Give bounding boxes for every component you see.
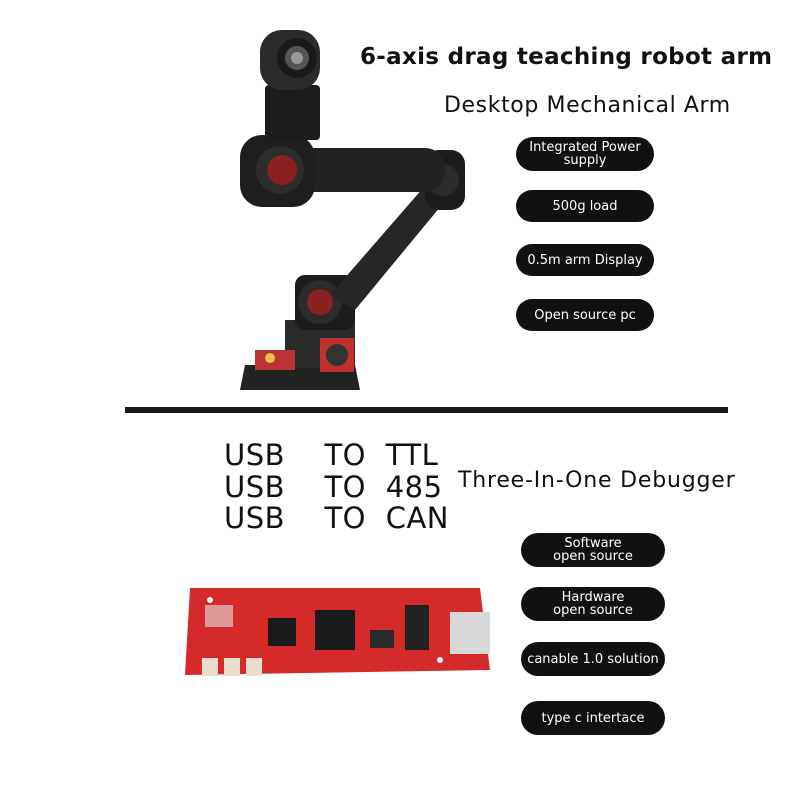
section-divider	[125, 407, 728, 413]
debugger-title: Three-In-One Debugger	[458, 468, 736, 493]
feature-badge-typec: type c intertace	[521, 701, 665, 735]
arm-title: 6-axis drag teaching robot arm	[360, 44, 773, 70]
usb-can-label: USB TO CAN	[224, 501, 450, 535]
feature-badge-line2: open source	[553, 603, 633, 618]
robot-arm-image	[240, 30, 465, 390]
feature-badge-arm-display: 0.5m arm Display	[516, 244, 654, 276]
usb-485-label: USB TO 485	[224, 470, 443, 504]
feature-badge-software: Software open source	[521, 533, 665, 567]
arm-subtitle: Desktop Mechanical Arm	[444, 93, 731, 118]
usb-ttl-label: USB TO TTL	[224, 438, 439, 472]
feature-badge-label: canable 1.0 solution	[527, 651, 659, 667]
feature-badge-label: Open source pc	[534, 307, 636, 323]
debugger-board-image	[185, 588, 490, 676]
feature-badge-label: type c intertace	[541, 710, 645, 726]
feature-badge-load: 500g load	[516, 190, 654, 222]
feature-badge-line2: open source	[553, 549, 633, 564]
feature-badge-line2: supply	[563, 153, 607, 168]
feature-badge-open-source: Open source pc	[516, 299, 654, 331]
feature-badge-line1: Hardware	[561, 590, 625, 605]
feature-badge-line1: Software	[564, 536, 622, 551]
feature-badge-label: 500g load	[552, 198, 618, 214]
feature-badge-hardware: Hardware open source	[521, 587, 665, 621]
feature-badge-line1: Integrated Power	[529, 140, 641, 155]
feature-badge-label: 0.5m arm Display	[527, 252, 643, 268]
feature-badge-power: Integrated Power supply	[516, 137, 654, 171]
feature-badge-canable: canable 1.0 solution	[521, 642, 665, 676]
